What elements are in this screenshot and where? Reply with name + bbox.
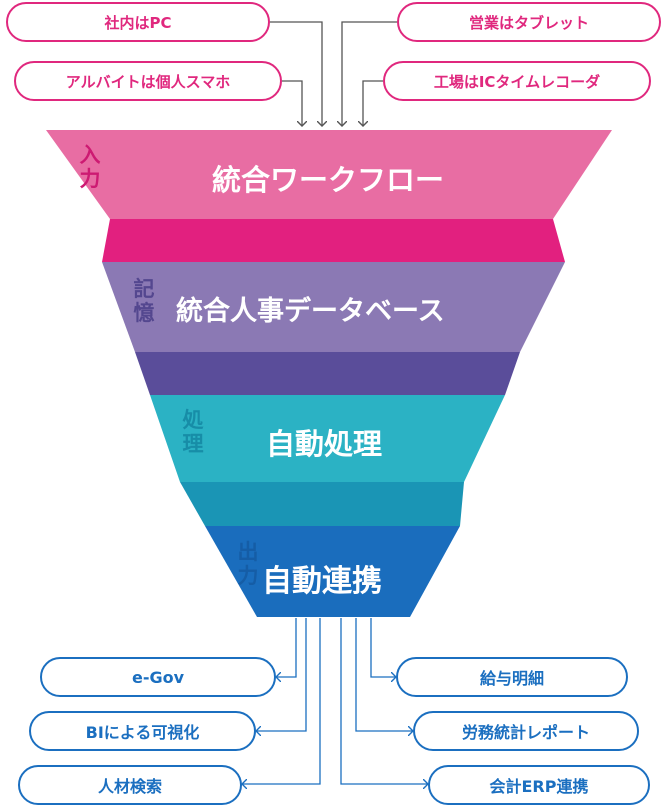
stage-1-shape — [46, 130, 612, 219]
input-label: 社内はPC — [104, 13, 172, 32]
connector-out-jinzai — [242, 618, 321, 784]
connector-mid-left — [282, 80, 302, 126]
fold-2 — [135, 352, 520, 395]
output-label: 人材検索 — [97, 777, 162, 796]
stage-4-shape — [205, 526, 460, 617]
stage-3-shape — [150, 395, 505, 482]
input-label: 営業はタブレット — [468, 13, 589, 32]
output-connectors — [242, 618, 428, 784]
connector-out-egov — [276, 618, 297, 677]
fold-3 — [180, 482, 464, 526]
connector-top-left — [270, 21, 322, 126]
stage-3-vertical-label: 処理 — [181, 408, 205, 456]
connector-out-kaikei — [340, 618, 428, 784]
output-label: BIによる可視化 — [85, 723, 200, 742]
vertical-char: 記憶 — [133, 277, 155, 325]
stage-1-vertical-label: 入力 — [78, 143, 102, 191]
stage-2-shape — [102, 262, 565, 352]
connector-mid-right — [363, 80, 383, 126]
input-pill-ic-recorder: 工場はICタイムレコーダ — [383, 61, 651, 101]
output-pill-romu: 労務統計レポート — [413, 711, 639, 751]
stage-3-title: 自動処理 — [266, 427, 383, 461]
output-label: 給与明細 — [479, 669, 544, 688]
stage-2-vertical-label: 記憶 — [132, 277, 156, 325]
connector-out-romu — [355, 618, 413, 731]
connector-top-right — [342, 21, 397, 126]
connector-out-bi — [256, 618, 307, 731]
output-pill-jinzai: 人材検索 — [18, 765, 242, 805]
stage-1-title: 統合ワークフロー — [212, 163, 445, 197]
output-label: 労務統計レポート — [461, 723, 590, 742]
output-label: 会計ERP連携 — [489, 777, 589, 796]
input-label: 工場はICタイムレコーダ — [433, 72, 601, 91]
input-connectors — [270, 21, 397, 126]
output-pill-egov: e-Gov — [40, 657, 276, 697]
input-label: アルバイトは個人スマホ — [65, 72, 231, 91]
input-pill-smartphone: アルバイトは個人スマホ — [14, 61, 282, 101]
output-label: e-Gov — [131, 667, 185, 687]
output-pill-kaikei: 会計ERP連携 — [428, 765, 650, 805]
input-pill-tablet: 営業はタブレット — [397, 2, 661, 42]
output-pill-bi: BIによる可視化 — [29, 711, 256, 751]
output-pill-kyuyo: 給与明細 — [396, 657, 628, 697]
fold-1 — [102, 219, 565, 262]
stage-4-vertical-label: 出力 — [236, 540, 260, 588]
input-pill-pc: 社内はPC — [6, 2, 270, 42]
stage-2-title: 統合人事データベース — [176, 296, 445, 327]
connector-out-kyuyo — [370, 618, 396, 677]
vertical-char: 出力 — [237, 540, 259, 588]
vertical-char: 処理 — [182, 408, 204, 456]
stage-4-title: 自動連携 — [262, 564, 382, 599]
vertical-char: 入力 — [79, 143, 101, 191]
